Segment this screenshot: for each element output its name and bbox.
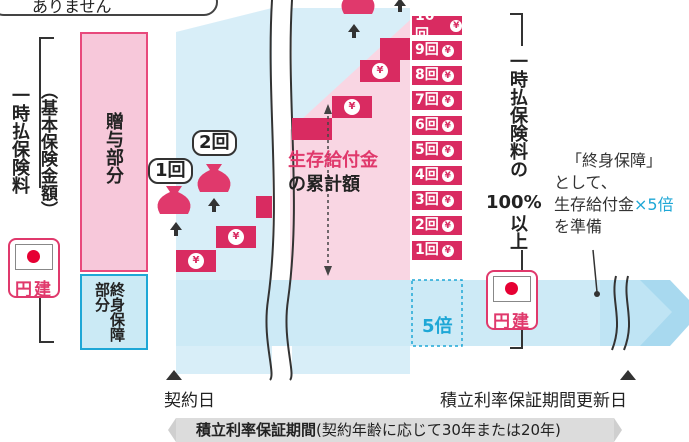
japan-flag-icon	[493, 276, 531, 302]
payout-row: 6回¥	[412, 116, 462, 135]
note-line-4: を準備	[554, 217, 603, 236]
yen-coin-icon: ¥	[441, 144, 454, 157]
term-band	[176, 280, 656, 346]
payout-row-label: 8回	[415, 67, 439, 83]
guarantee-period-bar: 積立利率保証期間(契約年齢に応じて30年または20年)	[176, 418, 614, 442]
note-pointer	[592, 249, 598, 293]
left-premium-label: 一時払保険料	[9, 86, 30, 194]
payout-row: 9回¥	[412, 41, 462, 60]
payout-row-label: 7回	[415, 92, 439, 108]
payout-row: 3回¥	[412, 191, 462, 210]
speech-bubble-text: ありません	[32, 0, 112, 16]
term-part-label: 終身保障部分	[93, 282, 126, 342]
payout-row: 5回¥	[412, 141, 462, 160]
right-yen-label: 円建	[493, 312, 531, 332]
right-above-label: 以上	[507, 214, 528, 250]
right-premium-label: 一時払保険料の	[507, 52, 528, 178]
payout-row-label: 6回	[415, 117, 439, 133]
payout-row-label: 9回	[415, 42, 439, 58]
break-line-2	[285, 0, 295, 381]
renewal-day-marker	[620, 370, 636, 380]
bar-right-chevron	[614, 418, 622, 442]
note-line-2: として、	[554, 173, 617, 192]
yen-coin-icon: ¥	[441, 244, 454, 257]
speech-bubble: ありません	[0, 0, 218, 16]
payout-row: 2回¥	[412, 216, 462, 235]
first-payout-badge: 1回	[148, 158, 193, 184]
five-times-box	[411, 279, 463, 347]
left-yen-card: 円建	[8, 238, 60, 300]
term-arrow-2	[640, 280, 689, 346]
coin-step-3: ¥	[344, 99, 360, 115]
note-line-1: 「終身保障」	[566, 151, 663, 170]
payout-row: 7回¥	[412, 91, 462, 110]
gift-part-label: 贈与部分	[103, 112, 124, 184]
yen-coin-icon: ¥	[441, 44, 454, 57]
right-yen-card: 円建	[486, 270, 538, 332]
right-percent-label: 100%	[486, 192, 542, 213]
guarantee-period-title: 積立利率保証期間	[196, 421, 317, 439]
bar-left-chevron	[168, 418, 176, 442]
coin-step-1: ¥	[188, 253, 204, 269]
contract-day-marker	[166, 370, 182, 380]
yen-coin-icon: ¥	[450, 19, 462, 32]
coin-step-4: ¥	[372, 63, 388, 79]
break-line-1	[265, 0, 275, 381]
payout-row-label: 1回	[415, 242, 439, 258]
gift-part-column	[80, 32, 148, 272]
yen-coin-icon: ¥	[441, 94, 454, 107]
accumulated-area	[290, 20, 410, 280]
note-line-3a: 生存給付金	[554, 195, 635, 214]
five-times-label: 5倍	[422, 316, 453, 337]
term-note: 「終身保障」 として、 生存給付金×5倍 を準備	[554, 150, 689, 238]
accumulated-label-line1: 生存給付金	[288, 150, 378, 171]
payout-row-label: 2回	[415, 217, 439, 233]
yen-coin-icon: ¥	[441, 119, 454, 132]
yen-coin-icon: ¥	[441, 169, 454, 182]
payout-row: 1回¥	[412, 241, 462, 260]
break-line-3	[611, 275, 619, 351]
second-payout-badge: 2回	[192, 130, 237, 156]
payout-row-label: 10回	[415, 7, 435, 43]
payout-row: 10回 ¥	[412, 8, 462, 43]
renewal-day-label: 積立利率保証期間更新日	[440, 391, 627, 411]
payout-row-label: 5回	[415, 142, 439, 158]
payout-row-label: 4回	[415, 167, 439, 183]
break-line-4	[623, 275, 631, 351]
money-bags	[157, 0, 375, 214]
guarantee-period-detail: (契約年齢に応じて30年または20年)	[316, 421, 561, 439]
accumulated-label-line2: の累計額	[288, 174, 360, 195]
note-line-3b: ×5倍	[634, 195, 674, 214]
up-arrows	[170, 0, 406, 236]
coin-step-2: ¥	[228, 229, 244, 245]
note-line-3: 生存給付金×5倍	[554, 194, 689, 216]
left-yen-label: 円建	[15, 280, 53, 300]
left-basic-amount-label: （基本保険金額）	[37, 82, 57, 218]
payout-row-label: 3回	[415, 192, 439, 208]
contract-day-label: 契約日	[164, 391, 215, 411]
payout-row: 8回¥	[412, 66, 462, 85]
payout-row: 4回¥	[412, 166, 462, 185]
yen-coin-icon: ¥	[441, 219, 454, 232]
yen-coin-icon: ¥	[441, 194, 454, 207]
yen-coin-icon: ¥	[441, 69, 454, 82]
japan-flag-icon	[15, 244, 53, 270]
term-part-box	[80, 274, 148, 350]
